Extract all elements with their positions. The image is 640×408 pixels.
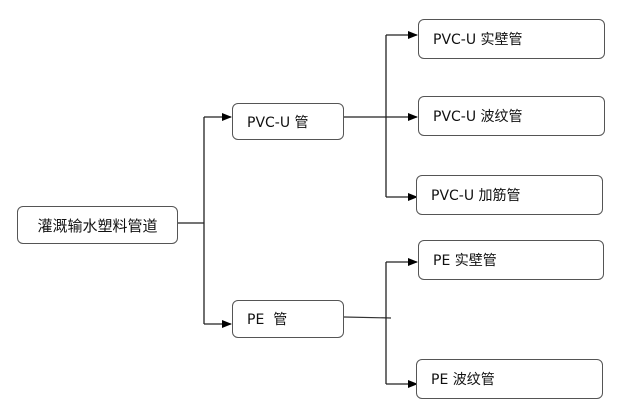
node-pe-corrugated: PE 波纹管: [416, 359, 603, 399]
node-pvcu-solid-wall: PVC-U 实壁管: [418, 19, 605, 59]
node-pe-pipe: PE 管: [232, 300, 344, 338]
node-pe-solid-wall: PE 实壁管: [418, 240, 604, 280]
node-pvcu-ribbed: PVC-U 加筋管: [416, 175, 603, 215]
pe-connector: [343, 316, 392, 319]
root-node: 灌溉输水塑料管道: [17, 206, 178, 244]
node-pvcu-pipe: PVC-U 管: [232, 103, 344, 140]
node-pvcu-corrugated: PVC-U 波纹管: [418, 96, 605, 136]
